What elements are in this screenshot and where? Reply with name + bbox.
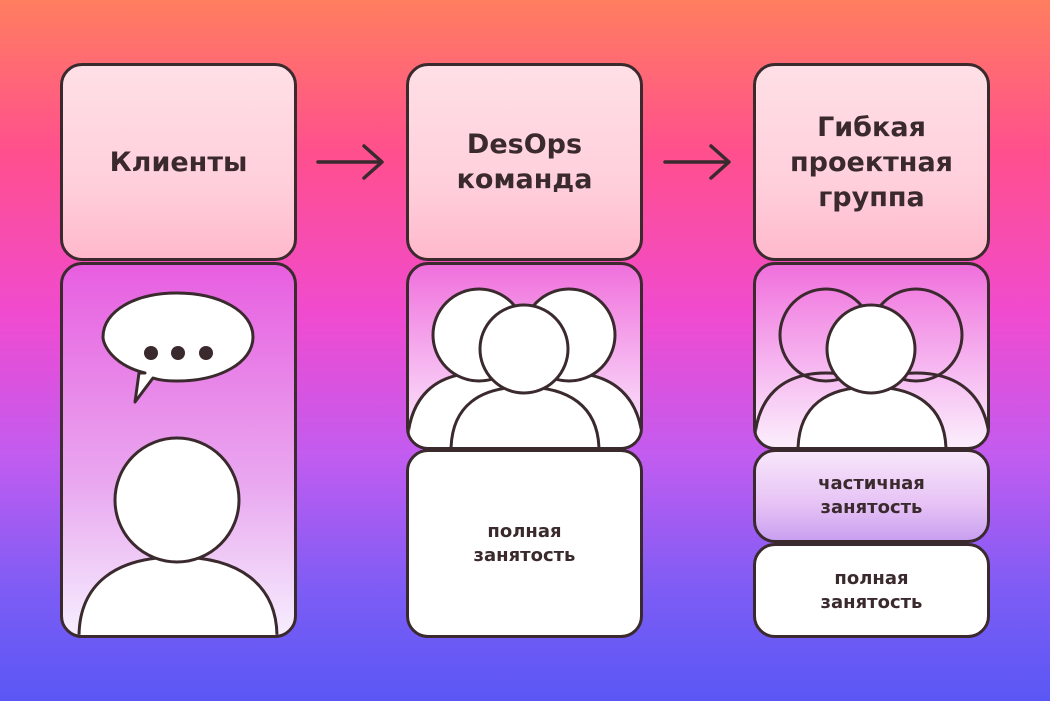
column-flexgroup-body xyxy=(753,262,990,450)
person-icon xyxy=(77,436,279,635)
column-desops-body xyxy=(406,262,643,450)
employment-full-label: полная занятость xyxy=(473,520,576,566)
column-flexgroup-header: Гибкая проектная группа xyxy=(753,63,990,261)
column-flexgroup-employment-partial: частичная занятость xyxy=(753,449,990,543)
employment-full-label: полная занятость xyxy=(820,567,923,613)
column-flexgroup-title: Гибкая проектная группа xyxy=(789,111,954,213)
group-icon xyxy=(756,287,987,447)
group-icon xyxy=(409,287,640,447)
column-desops-header: DesOps команда xyxy=(406,63,643,261)
column-desops-employment: полная занятость xyxy=(406,449,643,638)
column-clients-header: Клиенты xyxy=(60,63,297,261)
column-clients-title: Клиенты xyxy=(109,146,248,178)
employment-partial-label: частичная занятость xyxy=(818,473,925,518)
column-clients-body xyxy=(60,262,297,638)
column-flexgroup-employment-full: полная занятость xyxy=(753,543,990,638)
column-desops-title: DesOps команда xyxy=(456,129,593,195)
arrow-right-icon xyxy=(316,144,384,180)
speech-bubble-icon xyxy=(101,291,255,404)
arrow-right-icon xyxy=(663,144,731,180)
